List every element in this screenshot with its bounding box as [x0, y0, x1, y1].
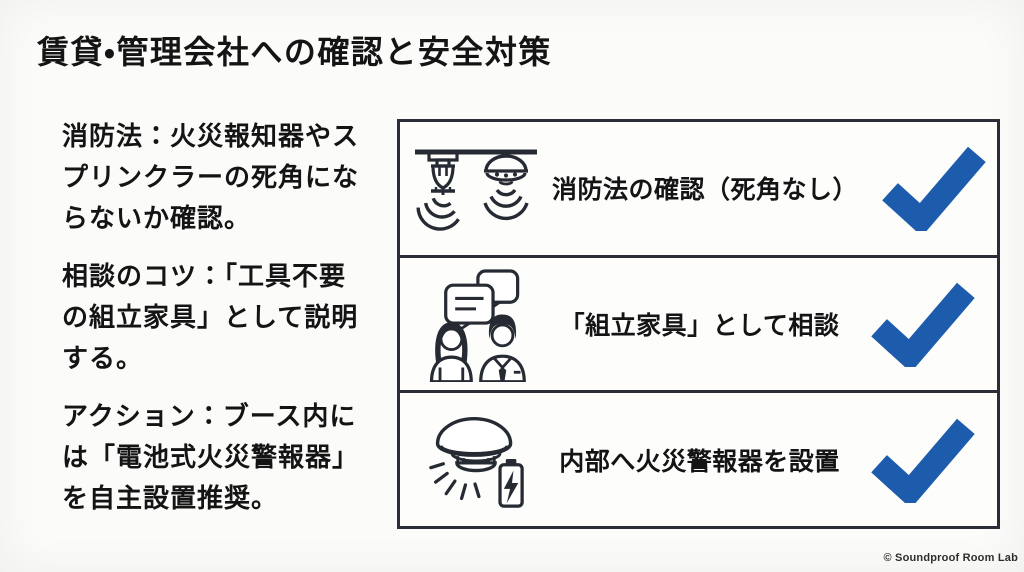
note-fire-law: 消防法：火災報知器やス プリンクラーの死角にな らないか確認。 — [62, 121, 360, 233]
checklist-row-fire-code: 消防法の確認（死角なし） — [400, 122, 997, 258]
checklist-row-label: 内部へ火災警報器を設置 — [559, 447, 840, 476]
notes-column: 消防法：火災報知器やス プリンクラーの死角にな らないか確認。 相談のコツ：「工… — [62, 116, 388, 536]
checklist-row-label: 消防法の確認（死角なし） — [552, 176, 859, 205]
page-title: 賃貸・管理会社への確認と安全対策 — [37, 34, 552, 70]
note-action: アクション：ブース内に は「電池式火災警報器」 を自主設置推奨。 — [62, 401, 360, 513]
checkmark-icon — [847, 281, 997, 367]
checkmark-icon — [858, 145, 1008, 232]
checkmark-icon — [847, 417, 997, 503]
checklist-panel: 消防法の確認（死角なし） — [397, 119, 1000, 529]
consultation-people-icon — [400, 266, 552, 382]
fire-alarm-and-battery-icon — [400, 410, 552, 510]
checklist-row-install-alarm: 内部へ火災警報器を設置 — [400, 393, 997, 526]
footer-credit: © Soundproof Room Lab — [883, 552, 1018, 564]
sprinkler-and-smoke-detector-icon — [400, 143, 552, 233]
checklist-row-consult: 「組立家具」として相談 — [400, 258, 997, 394]
checklist-row-label: 「組立家具」として相談 — [559, 312, 840, 340]
note-consult-tip: 相談のコツ：「工具不要 の組立家具」として説明 する。 — [62, 261, 359, 373]
